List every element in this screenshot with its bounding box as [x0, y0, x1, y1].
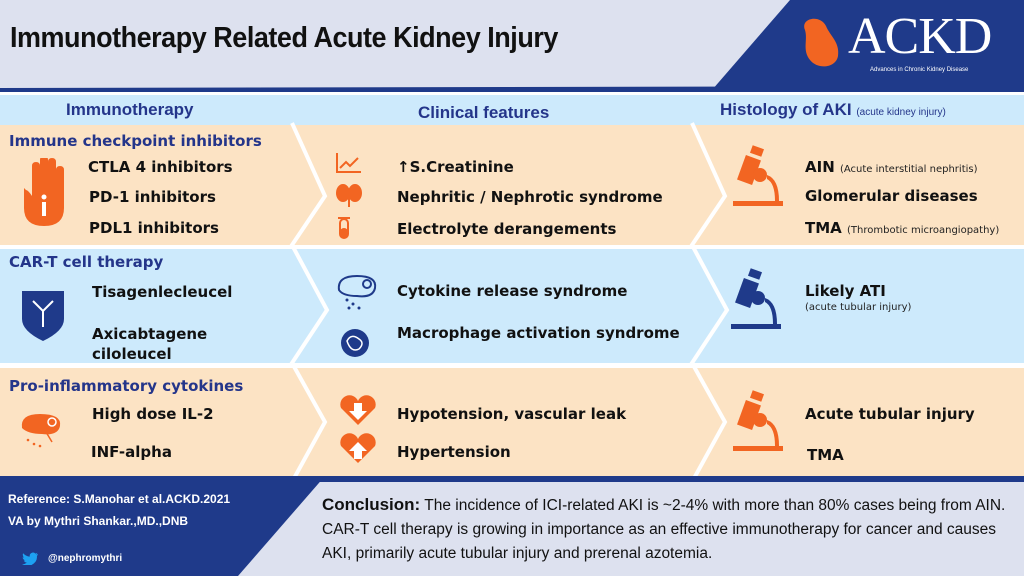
column-histology-note: (acute kidney injury): [856, 107, 946, 118]
reference: Reference: S.Manohar et al.ACKD.2021: [8, 492, 231, 506]
therapy-item: INF-alpha: [91, 443, 172, 461]
histology-item: TMA: [805, 219, 842, 237]
microscope-icon: [731, 268, 781, 329]
row-cytokines: [0, 368, 1024, 476]
feature-item: Hypotension, vascular leak: [397, 405, 627, 423]
histology-item: AIN: [805, 158, 835, 176]
column-immunotherapy: Immunotherapy: [66, 100, 194, 119]
section-cart: CAR-T cell therapy: [9, 253, 164, 271]
histology-item: Glomerular diseases: [805, 187, 978, 205]
therapy-item: CTLA 4 inhibitors: [88, 158, 233, 176]
section-cytokines: Pro-inflammatory cytokines: [9, 377, 244, 395]
hand-stop-icon: [24, 158, 64, 226]
macrophage-icon: [341, 329, 369, 357]
heart-up-icon: [340, 433, 376, 463]
ackd-logo-subtitle: Advances in Chronic Kidney Disease: [870, 67, 969, 73]
row-cart: [0, 249, 1024, 363]
row-checkpoint: [0, 125, 1024, 245]
histology-note: (acute tubular injury): [805, 302, 912, 313]
histology-note: (Acute interstitial nephritis): [839, 164, 978, 175]
feature-item: Hypertension: [397, 443, 511, 461]
histology-item: TMA: [807, 446, 844, 464]
feature-item: Cytokine release syndrome: [397, 282, 628, 300]
conclusion-text: The incidence of ICI-related AKI is ~2-4…: [322, 497, 1006, 562]
page-title: Immunotherapy Related Acute Kidney Injur…: [10, 22, 558, 54]
heart-down-icon: [340, 395, 376, 425]
conclusion-label: Conclusion:: [322, 495, 421, 514]
histology-note: (Thrombotic microangiopathy): [847, 225, 1000, 236]
ackd-logo: ACKD: [848, 8, 992, 65]
twitter-handle[interactable]: @nephromythri: [48, 553, 123, 564]
footer-decoration: [0, 476, 1024, 576]
trend-chart-icon: [336, 153, 361, 173]
therapy-item: Axicabtagene ciloleucel: [92, 325, 208, 363]
therapy-item: High dose IL-2: [92, 405, 214, 423]
author: VA by Mythri Shankar.,MD.,DNB: [8, 514, 189, 528]
feature-item: Electrolyte derangements: [397, 220, 617, 238]
microscope-icon: [733, 145, 783, 206]
therapy-item: Tisagenlecleucel: [92, 283, 233, 301]
feature-item: Macrophage activation syndrome: [397, 324, 680, 342]
column-histology: Histology of AKI: [720, 100, 852, 119]
histology-item: Likely ATI: [805, 282, 886, 300]
column-headers: [0, 95, 1024, 125]
antibody-shield-icon: [22, 291, 64, 341]
kidney-icon: [336, 184, 362, 207]
therapy-item: PDL1 inhibitors: [89, 219, 219, 237]
kidney-logo-icon: [804, 18, 839, 67]
cytokine-cell-icon: [21, 414, 61, 448]
test-tube-icon: [338, 217, 350, 239]
header-decoration: [0, 0, 1024, 92]
column-clinical: Clinical features: [418, 103, 550, 122]
feature-item: Nephritic / Nephrotic syndrome: [397, 188, 663, 206]
microscope-icon: [733, 390, 783, 451]
section-checkpoint: Immune checkpoint inhibitors: [9, 132, 262, 150]
cytokine-cell-icon: [337, 274, 377, 310]
chevron-dividers: [0, 122, 1024, 482]
twitter-icon: [22, 552, 38, 565]
therapy-item: PD-1 inhibitors: [89, 188, 216, 206]
feature-item: ↑S.Creatinine: [397, 158, 514, 176]
histology-item: Acute tubular injury: [805, 405, 975, 423]
